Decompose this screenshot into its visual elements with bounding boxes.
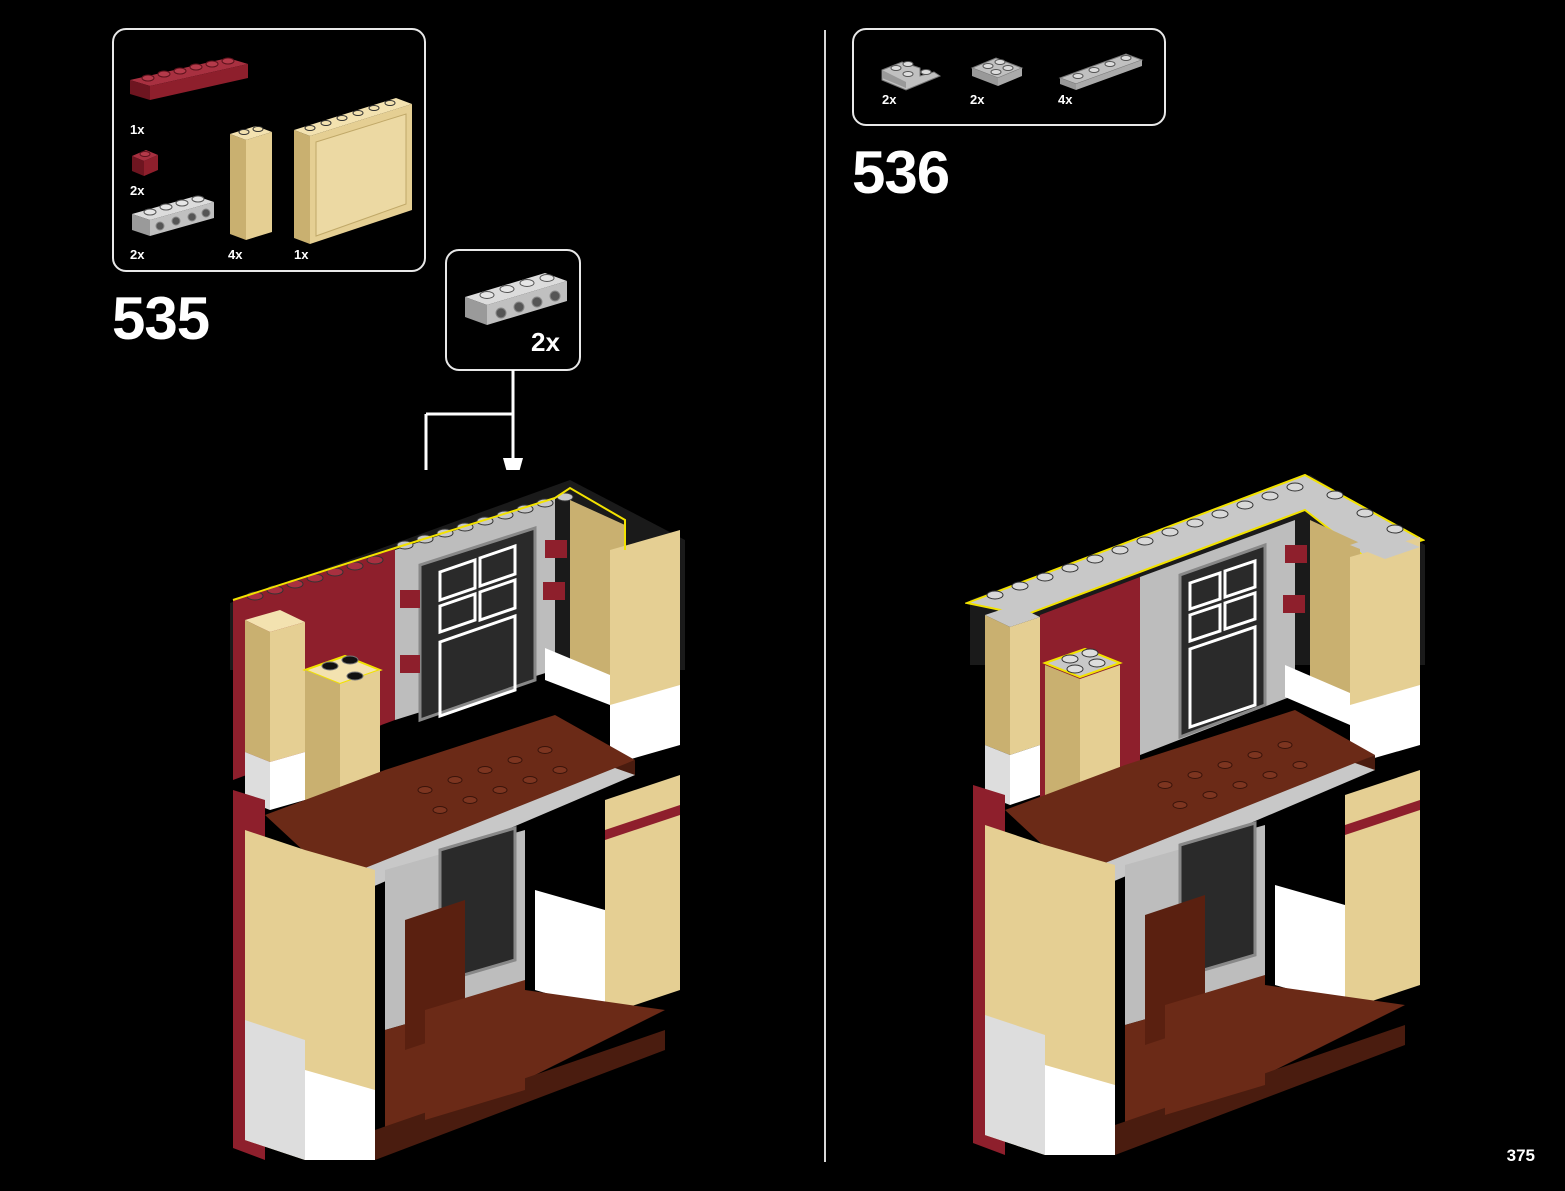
step-number: 535 (112, 284, 209, 353)
part-qty: 4x (1058, 92, 1072, 107)
step-number: 536 (852, 138, 949, 207)
part-qty: 1x (130, 122, 144, 137)
callout-panel: 2x (445, 249, 581, 371)
part-dark-red-brick-1x6 (128, 52, 250, 102)
parts-list-panel: 2x 2x 4x (852, 28, 1166, 126)
part-qty: 2x (882, 92, 896, 107)
page-number: 375 (1507, 1146, 1535, 1166)
build-model-535 (225, 470, 685, 1165)
part-qty: 4x (228, 247, 242, 262)
part-light-grey-technic-brick-1x4 (130, 188, 216, 238)
page-divider (824, 30, 826, 1162)
part-qty: 1x (294, 247, 308, 262)
part-qty: 2x (130, 247, 144, 262)
part-dark-red-brick-1x1 (130, 146, 162, 178)
part-light-grey-plate-1x4 (1056, 46, 1146, 92)
build-model-536 (965, 465, 1425, 1160)
part-tan-column (226, 122, 276, 242)
part-light-grey-plate-2x2 (968, 50, 1028, 90)
callout-qty: 2x (531, 327, 560, 358)
part-light-grey-corner-plate (878, 52, 942, 92)
part-tan-panel (292, 94, 414, 246)
part-qty: 2x (970, 92, 984, 107)
parts-list-panel: 1x 2x 2x 4x (112, 28, 426, 272)
part-light-grey-technic-brick-1x4 (463, 265, 569, 327)
